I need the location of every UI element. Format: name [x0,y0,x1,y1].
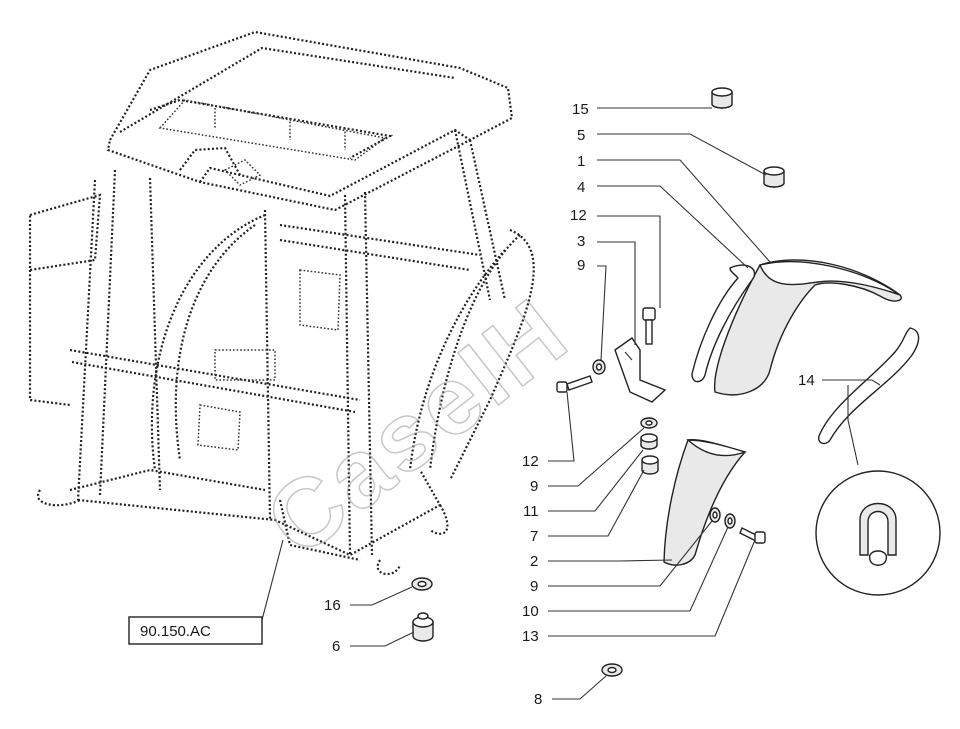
rubber-mount-icon [641,455,659,475]
callout-label: 10 [522,603,539,620]
washer-icon [640,417,658,429]
washer-icon [592,359,606,375]
rubber-mount-icon [412,612,434,642]
callout-labels: 15 5 1 4 12 3 9 14 12 9 11 7 2 9 10 13 1… [324,101,815,708]
bracket-icon [614,337,667,403]
edge-trim-strip-icon [691,264,756,383]
callout-label: 12 [570,207,587,224]
callout-label: 16 [324,597,341,614]
callout-label: 9 [577,257,585,274]
edge-trim-strip-icon [818,327,920,445]
callout-label: 15 [572,101,589,118]
callout-label: 1 [577,153,585,170]
plug-icon [763,166,785,188]
reference-box[interactable]: 90.150.AC [128,616,263,645]
washer-icon [601,663,623,677]
reference-box-label: 90.150.AC [140,623,211,640]
callout-label: 9 [530,478,538,495]
callout-label: 11 [523,503,539,520]
washer-icon [709,507,721,523]
callout-label: 2 [530,553,538,570]
callout-label: 7 [530,528,538,545]
washer-icon [411,577,433,591]
callout-label: 4 [577,179,585,196]
cab-frame-drawing [28,30,535,576]
fender-rear-icon [663,438,748,566]
callout-label: 3 [577,233,585,250]
callout-label: 12 [522,453,539,470]
bolt-icon [642,307,656,345]
fender-right-icon [713,259,902,396]
rubber-mount-icon [640,433,658,450]
callout-label: 14 [798,372,815,389]
callout-label: 13 [522,628,539,645]
bolt-icon [739,527,766,544]
washer-icon [724,513,736,529]
bolt-icon [556,375,593,393]
leader-lines [261,107,881,700]
plug-icon [711,87,733,109]
callout-label: 8 [534,691,542,708]
trim-profile-detail-icon [815,470,941,596]
callout-label: 5 [577,127,585,144]
callout-label: 9 [530,578,538,595]
callout-label: 6 [332,638,340,655]
